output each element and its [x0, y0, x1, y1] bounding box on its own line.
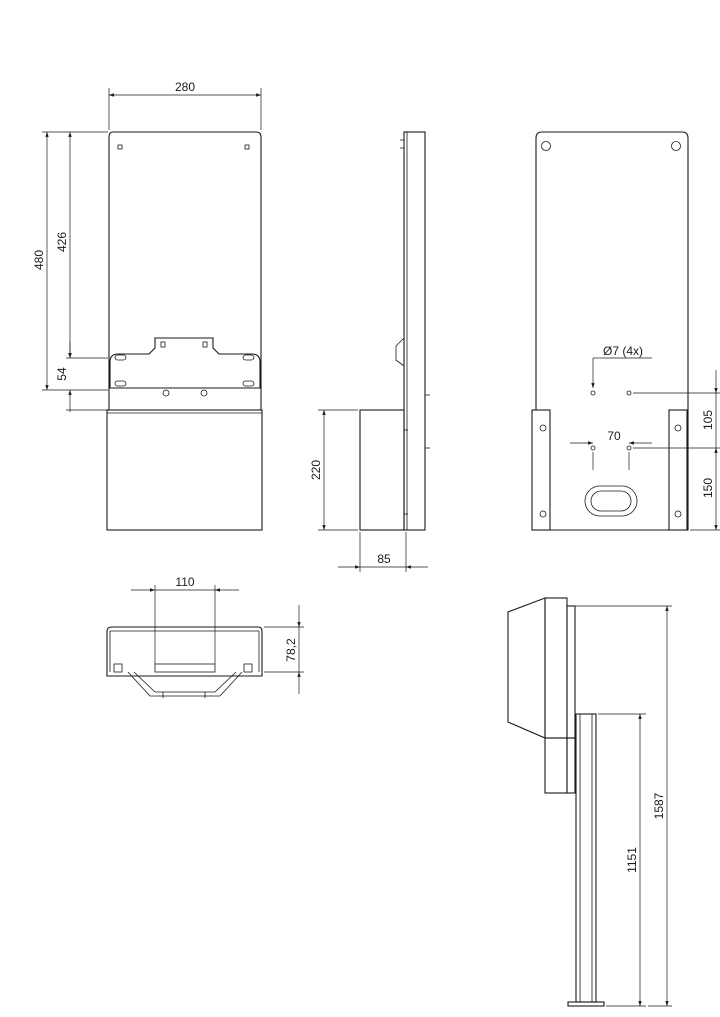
hole-spec-label: Ø7 (4x) — [603, 344, 643, 358]
front-bracket — [109, 337, 261, 389]
front-bracket-slot-br — [242, 380, 255, 387]
front-box — [106, 409, 263, 531]
front-bracket-slot-tl — [114, 354, 127, 361]
rear-mount-hole — [590, 390, 596, 396]
dim-pole-height: 1151 — [625, 847, 639, 873]
front-view: 280 480 426 54 — [32, 80, 263, 531]
rear-bracket-left — [531, 409, 551, 531]
pole-lower-box — [544, 737, 568, 794]
rear-bracket-right — [668, 409, 688, 531]
rear-mount-hole — [626, 445, 632, 451]
top-bracket-arm — [133, 671, 237, 693]
front-bracket-slot-tr — [242, 354, 255, 361]
dim-side-box-height: 220 — [309, 460, 323, 480]
front-bracket-slot-bl — [114, 380, 127, 387]
rear-oval-cutout — [584, 485, 638, 517]
dim-side-box-depth: 85 — [377, 552, 391, 566]
dim-top-depth: 78,2 — [284, 638, 298, 662]
rear-hole-tl — [541, 141, 551, 151]
dim-hole-to-bottom: 150 — [701, 478, 715, 498]
side-bracket-hook — [395, 337, 405, 367]
pole-base-plate — [567, 1001, 605, 1007]
rear-mount-hole — [590, 445, 596, 451]
dim-front-height-upper: 426 — [55, 232, 69, 252]
front-bracket-slot-r — [202, 341, 208, 348]
front-screw-r — [200, 389, 208, 397]
dim-top-width: 110 — [175, 575, 194, 589]
side-back-plate — [403, 131, 426, 531]
front-bracket-slot-l — [160, 341, 166, 348]
dim-front-bracket: 54 — [55, 367, 69, 381]
top-bracket-plate — [154, 663, 216, 673]
side-box — [359, 409, 405, 531]
dim-hole-spacing-v: 105 — [701, 410, 715, 430]
top-outline — [106, 626, 263, 677]
top-view: 110 78,2 — [106, 575, 304, 698]
dim-hole-spacing-h: 70 — [607, 429, 621, 443]
pole-housing-front — [507, 597, 546, 739]
dim-front-height-total: 480 — [32, 250, 46, 270]
rear-hole-tr — [671, 141, 681, 151]
side-view: 220 85 — [309, 131, 430, 572]
dim-total-height: 1587 — [652, 792, 666, 819]
pole — [575, 713, 597, 1003]
pole-view: 1151 1587 — [507, 597, 672, 1007]
rear-mount-hole — [626, 390, 632, 396]
front-hole-tl — [117, 144, 123, 150]
front-screw-l — [162, 389, 170, 397]
rear-view: Ø7 (4x) 105 150 70 — [531, 131, 720, 531]
rear-plate — [535, 131, 689, 531]
front-hole-tr — [244, 144, 250, 150]
dim-front-width: 280 — [175, 80, 195, 94]
pole-housing-side — [544, 597, 568, 739]
